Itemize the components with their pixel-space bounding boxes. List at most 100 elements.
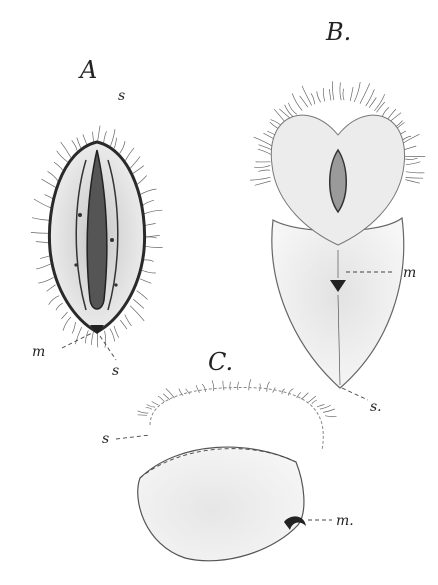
panel-b-hair: [317, 91, 321, 102]
panel-b-hair: [332, 81, 334, 100]
panel-b-hair: [360, 83, 370, 103]
panel-c-hairs: [138, 379, 337, 417]
panel-c-hair: [212, 380, 214, 391]
panel-c-hair: [249, 379, 251, 390]
panel-c-hair: [163, 394, 170, 400]
panel-c-hair: [238, 382, 239, 390]
panel-b-hair: [406, 178, 423, 179]
panel-c-m-label: m.: [336, 513, 354, 529]
panel-b-s-label: s.: [370, 399, 382, 415]
panel-c-hair: [301, 393, 309, 400]
panel-a-label: A: [78, 56, 97, 84]
panel-c-hair: [317, 405, 325, 407]
panel-a-hair: [91, 332, 93, 345]
panel-a-s-top-label: s: [118, 88, 125, 104]
panel-b-hair: [406, 172, 424, 173]
panel-b-hair: [405, 180, 419, 184]
panel-c-hair: [223, 381, 224, 390]
panel-a-hair: [133, 166, 144, 174]
panel-c: C. s m.: [102, 348, 354, 561]
panel-c-s-label: s: [102, 431, 109, 447]
panel-a-speckle: [110, 238, 114, 242]
panel-a-hair: [137, 176, 147, 185]
panel-b-hair: [285, 105, 294, 117]
panel-a-s-leader: [100, 336, 116, 360]
panel-a-s-bottom-label: s: [112, 363, 119, 379]
panel-b-hair: [255, 181, 271, 185]
panel-c-label: C.: [208, 348, 233, 376]
panel-a-hair: [72, 322, 75, 334]
panel-b-hair: [354, 82, 360, 102]
panel-a-hair: [142, 200, 154, 206]
panel-a-speckle: [78, 213, 82, 217]
panel-b-hair: [259, 145, 273, 151]
panel-b-s-leader: [342, 388, 368, 400]
panel-a-hair: [31, 232, 49, 233]
panel-a-hair: [125, 315, 132, 326]
panel-b-hair: [406, 162, 421, 165]
panel-c-hair: [312, 400, 317, 404]
panel-c-hair: [267, 382, 270, 392]
panel-a-hair: [104, 131, 107, 143]
panel-a-hair: [144, 210, 163, 214]
panel-b-hair: [258, 149, 272, 155]
panel-c-seed-body: [138, 447, 304, 561]
panel-b-hair: [329, 89, 331, 100]
panel-a-hair: [120, 320, 127, 329]
panel-b-hair: [311, 94, 315, 105]
panel-a-speckle: [114, 283, 117, 286]
panel-a-speckle: [74, 263, 77, 266]
panel-a-hair: [47, 285, 56, 292]
panel-c-hair: [152, 402, 159, 405]
panel-a-hair: [120, 141, 125, 153]
panel-a-hair: [75, 327, 81, 344]
panel-b-hair: [302, 86, 312, 106]
panel-a-hair: [49, 296, 60, 305]
panel-a-hair: [145, 223, 156, 225]
panel-a-hair: [36, 264, 51, 269]
panel-a-hair: [105, 331, 106, 348]
panel-b-hair: [258, 170, 270, 171]
panel-c-hair: [147, 405, 156, 408]
panel-a-hair: [45, 195, 54, 199]
panel-b-hair: [403, 146, 416, 150]
panel-b-hair: [350, 87, 353, 101]
panel-b-hair: [382, 107, 389, 117]
panel-b-hair: [292, 93, 302, 110]
panel-a-hair: [61, 142, 71, 157]
panel-c-hair: [158, 396, 165, 402]
panel-a-hair: [56, 303, 63, 310]
panel-a-hair: [133, 299, 144, 308]
panel-a-hair: [32, 218, 50, 221]
panel-b-hair: [405, 158, 417, 159]
panel-c-hair: [282, 389, 285, 394]
panel-a-hair: [126, 148, 135, 161]
panel-b-hair: [340, 82, 341, 100]
panel-a-hair: [140, 279, 151, 284]
panel-c-s-leader: [116, 435, 150, 439]
panel-c-hair: [325, 416, 336, 417]
panel-c-hair: [259, 384, 260, 392]
panel-a-hair: [137, 291, 148, 300]
panel-b-hair: [366, 89, 375, 106]
panel-a-hair: [130, 306, 144, 321]
panel-a-m-leader: [62, 333, 92, 348]
panel-c-hair: [202, 384, 206, 392]
panel-b-hair: [254, 165, 270, 167]
panel-a-hair: [34, 199, 51, 208]
panel-a-hair: [57, 151, 68, 162]
panel-a-hair: [140, 189, 156, 195]
panel-b: B. m s.: [250, 18, 425, 415]
panel-a-hair: [111, 129, 116, 146]
panel-a-hair: [54, 162, 63, 170]
panel-a-hair: [98, 126, 101, 142]
panel-a-hair: [145, 237, 157, 238]
panel-b-hair: [300, 96, 308, 107]
panel-a-hair: [114, 138, 117, 148]
panel-a-hair: [63, 317, 71, 331]
panel-b-m-label: m: [403, 265, 416, 281]
panel-a-hair: [72, 140, 77, 150]
panel-a-hair: [83, 134, 87, 144]
panel-a-hair: [114, 326, 119, 338]
panel-c-hair: [146, 408, 152, 410]
